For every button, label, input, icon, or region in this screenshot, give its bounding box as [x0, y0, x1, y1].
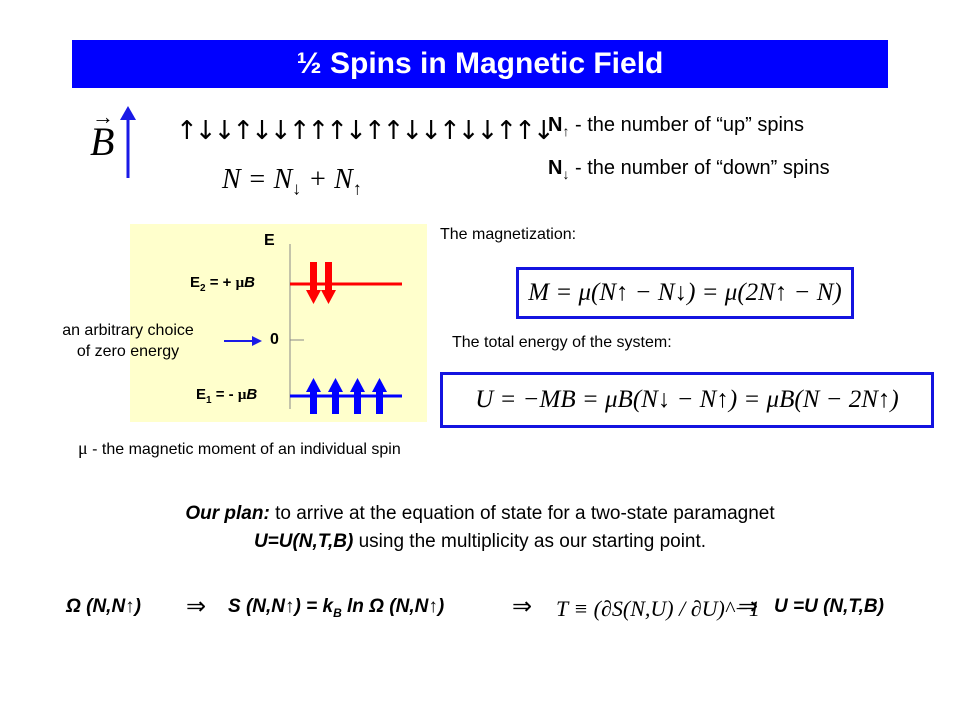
plan-line-1: Our plan: to arrive at the equation of s… — [185, 503, 775, 524]
temperature-equation: T ≡ (∂S(N,U) / ∂U)^−1 — [556, 596, 760, 621]
down-spin-arrows — [306, 262, 336, 304]
implies-arrow-3: ⇒ — [738, 593, 759, 620]
vector-arrow-icon: → — [92, 104, 114, 129]
arbitrary-choice-note: an arbitrary choice of zero energy — [62, 322, 194, 360]
result-term: U =U (N,T,B) — [774, 596, 884, 617]
omega-term: Ω (N,N↑) — [66, 596, 141, 617]
implies-arrow-1: ⇒ — [186, 593, 207, 620]
magnetization-equation-box: M = μ(N↑ − N↓) = μ(2N↑ − N) — [516, 267, 854, 319]
field-arrow-icon — [120, 106, 136, 178]
n-up-definition: N↑ - the number of “up” spins — [548, 114, 805, 139]
implies-arrow-2: ⇒ — [512, 593, 533, 620]
total-spins-equation: N = N↓ + N↑ — [222, 164, 362, 199]
pointer-arrow-icon — [224, 336, 262, 346]
zero-energy-label: 0 — [270, 331, 279, 348]
magnetic-moment-note: μ - the magnetic moment of an individual… — [78, 438, 401, 458]
magnetization-label: The magnetization: — [440, 226, 577, 243]
total-energy-equation-box: U = −MB = μB(N↓ − N↑) = μB(N − 2N↑) — [440, 372, 934, 428]
spin-row: ↑↓↓↑↓↓↑↑↑↓↑↑↓↓↑↓↓↑↑↓ — [176, 116, 555, 146]
n-down-definition: N↓ - the number of “down” spins — [548, 157, 830, 182]
e1-label: E1 = - μB — [196, 386, 258, 406]
field-vector-symbol: → B — [90, 104, 115, 164]
energy-diagram-graphics — [289, 244, 402, 414]
total-energy-label: The total energy of the system: — [452, 334, 672, 351]
plan-paragraph: Our plan: to arrive at the equation of s… — [60, 500, 900, 556]
plan-line-2: U=U(N,T,B) using the multiplicity as our… — [253, 531, 707, 552]
entropy-term: S (N,N↑) = kB ln Ω (N,N↑) — [228, 596, 445, 620]
e2-label: E2 = + μB — [190, 274, 255, 294]
energy-axis-label: E — [264, 232, 275, 249]
up-spin-arrows — [306, 378, 387, 414]
slide-title: ½ Spins in Magnetic Field — [72, 40, 888, 88]
